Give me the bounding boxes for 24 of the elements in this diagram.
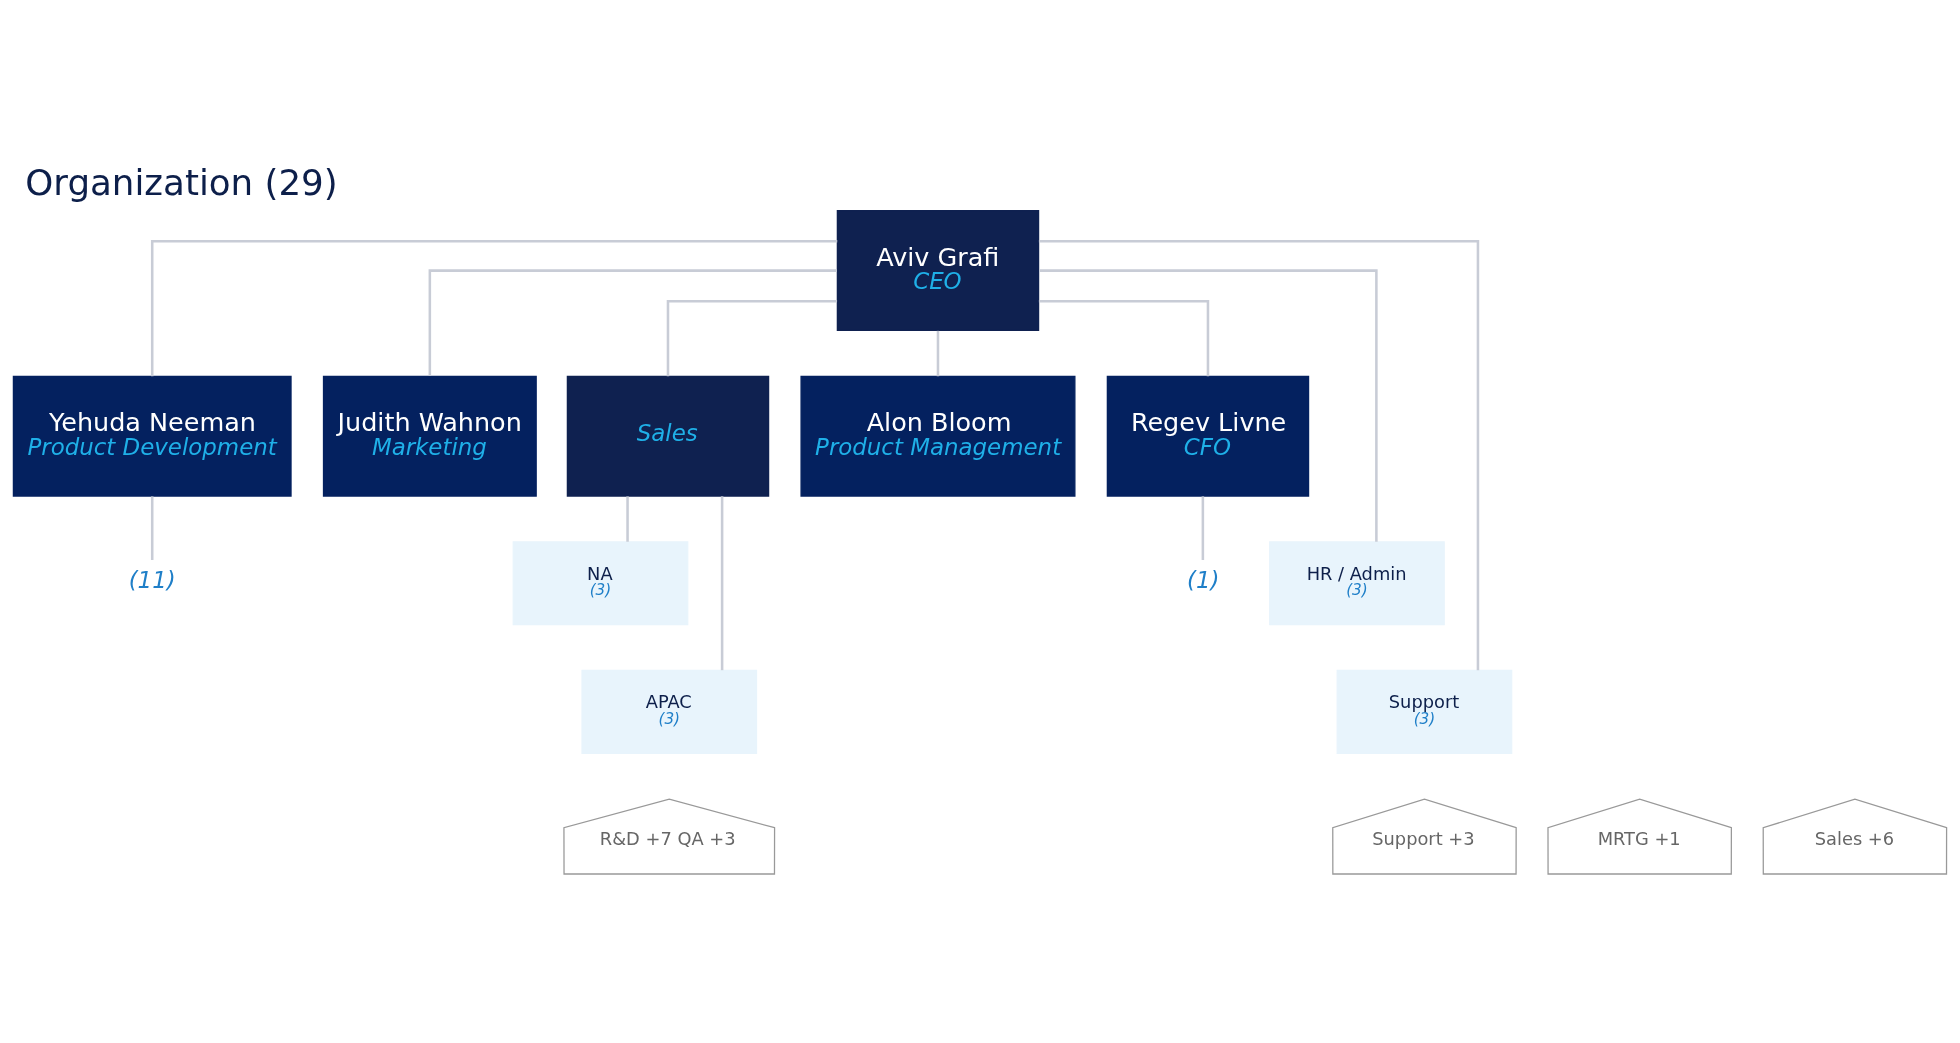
diagram-title: Organization (29) (25, 161, 338, 203)
connector (720, 496, 724, 671)
node-box: Sales (566, 375, 770, 497)
node-box: Regev Livne CFO (1106, 375, 1310, 497)
connector (1038, 299, 1210, 377)
node-box: Alon Bloom Product Management (800, 375, 1076, 497)
connector (150, 240, 838, 377)
node-box: Judith Wahnon Marketing (322, 375, 537, 497)
node-text: (11) (128, 566, 176, 593)
node-box: HR / Admin (3) (1269, 541, 1445, 626)
connector (1201, 496, 1205, 560)
connector (428, 269, 837, 376)
node-box: Yehuda Neeman Product Development (12, 375, 292, 497)
connector (626, 496, 629, 542)
node-text: (1) (1186, 566, 1220, 593)
node-box: NA (3) (512, 541, 689, 626)
connector (150, 496, 154, 560)
connector (936, 330, 940, 377)
node-box: APAC (3) (581, 669, 758, 754)
connector (666, 299, 838, 377)
node-box: Aviv Grafi CEO (836, 210, 1040, 332)
node-box: Support (3) (1336, 669, 1513, 754)
connector (1038, 240, 1480, 671)
connector (1039, 269, 1378, 542)
